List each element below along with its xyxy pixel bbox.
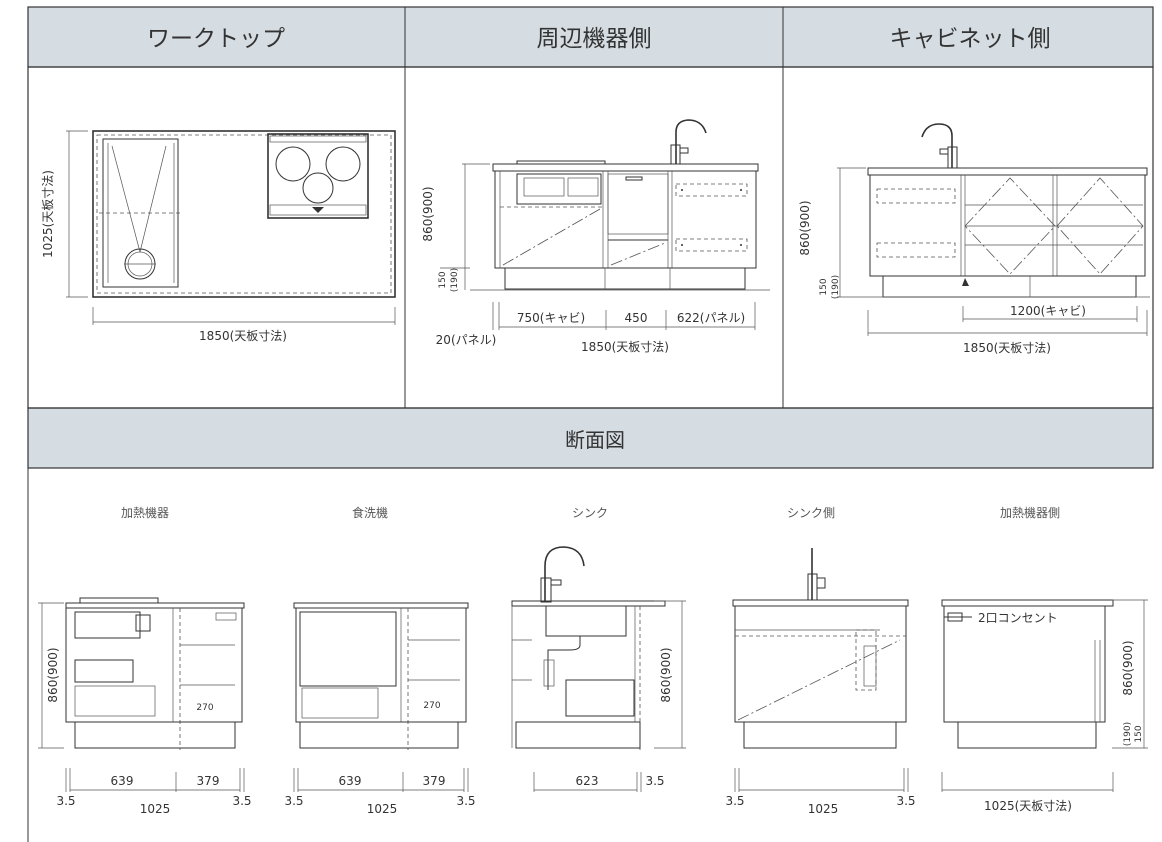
section-heater-side-outlet: 2口コンセント xyxy=(978,611,1058,625)
section-heater: 270 860(900) 639 379 3.5 1025 3.5 xyxy=(38,597,252,816)
section-dishwasher-edge-l: 3.5 xyxy=(284,794,303,808)
panel-borders xyxy=(27,7,1154,842)
section-heater-total: 1025 xyxy=(140,802,171,816)
section-dishwasher-dim-b: 379 xyxy=(423,774,446,788)
appliance-plinth-190: (190) xyxy=(450,268,460,292)
cabinet-plinth-150: 150 xyxy=(819,278,829,295)
cabinet-side-elevation: 860(900) 150 (190) 1200(キャビ) 1850(天板寸法) xyxy=(798,123,1150,355)
worktop-depth-label: 1025(天板寸法) xyxy=(41,170,55,258)
section-heater-side-plinth-150: 150 xyxy=(1134,725,1144,742)
section-sink: 860(900) 623 3.5 xyxy=(511,546,686,792)
section-title: 断面図 xyxy=(565,428,625,452)
worktop-plan: 1025(天板寸法) 1850(天板寸法) xyxy=(41,130,396,343)
cabinet-width-label: 1850(天板寸法) xyxy=(963,341,1051,355)
appliance-plinth-150: 150 xyxy=(438,271,448,288)
worktop-title: ワークトップ xyxy=(147,26,285,52)
appliance-dim-panel-20: 20(パネル) xyxy=(436,333,497,347)
appliance-side-elevation: 860(900) 150 (190) 750(キャビ) 450 622(パネル)… xyxy=(421,119,770,354)
section-sink-side-edge-r: 3.5 xyxy=(896,794,915,808)
appliance-dim-panel: 622(パネル) xyxy=(677,311,745,325)
section-heater-dim-b: 379 xyxy=(197,774,220,788)
section-heater-edge-l: 3.5 xyxy=(56,794,75,808)
appliance-height-label: 860(900) xyxy=(421,186,435,241)
cabinet-dim-cabinet: 1200(キャビ) xyxy=(1010,304,1086,318)
appliance-side-title: 周辺機器側 xyxy=(537,26,652,52)
section-sink-side-edge-l: 3.5 xyxy=(725,794,744,808)
section-header-row: 断面図 xyxy=(27,407,1154,469)
section-dishwasher-total: 1025 xyxy=(367,802,398,816)
appliance-dim-450: 450 xyxy=(625,311,648,325)
section-sink-dim-a: 623 xyxy=(576,774,599,788)
appliance-width-label: 1850(天板寸法) xyxy=(581,340,669,354)
section-dishwasher-edge-r: 3.5 xyxy=(456,794,475,808)
section-heater-edge-r: 3.5 xyxy=(232,794,251,808)
section-sink-edge-r: 3.5 xyxy=(645,774,664,788)
top-header-row: ワークトップ 周辺機器側 キャビネット側 xyxy=(27,6,1154,68)
section-heater-side-plinth-190: (190) xyxy=(1123,722,1133,746)
section-heater-height: 860(900) xyxy=(46,647,60,702)
section-heater-side-height: 860(900) xyxy=(1121,640,1135,695)
section-captions: 加熱機器 食洗機 シンク シンク側 加熱機器側 xyxy=(121,505,1060,520)
section-caption-sink: シンク xyxy=(572,506,608,520)
section-dishwasher-dim-a: 639 xyxy=(339,774,362,788)
cabinet-height-label: 860(900) xyxy=(798,200,812,255)
cabinet-plinth-190: (190) xyxy=(831,275,841,299)
section-heater-side: 2口コンセント 860(900) (190) 150 1025(天板寸法) xyxy=(941,599,1148,813)
section-caption-sink-side: シンク側 xyxy=(787,506,835,520)
section-caption-dishwasher: 食洗機 xyxy=(352,505,388,520)
section-dishwasher: 270 639 379 3.5 1025 3.5 xyxy=(284,602,476,816)
section-sink-height: 860(900) xyxy=(659,647,673,702)
section-heater-inner: 270 xyxy=(196,703,213,713)
worktop-width-label: 1850(天板寸法) xyxy=(199,329,287,343)
section-dishwasher-inner: 270 xyxy=(423,701,440,711)
section-caption-heater-side: 加熱機器側 xyxy=(1000,505,1060,520)
section-heater-side-total: 1025(天板寸法) xyxy=(984,799,1072,813)
section-caption-heater: 加熱機器 xyxy=(121,505,169,520)
appliance-dim-cabinet: 750(キャビ) xyxy=(517,311,585,325)
section-heater-dim-a: 639 xyxy=(111,774,134,788)
section-sink-side: 3.5 1025 3.5 xyxy=(725,548,916,816)
cabinet-side-title: キャビネット側 xyxy=(890,26,1051,52)
section-sink-side-total: 1025 xyxy=(808,802,839,816)
